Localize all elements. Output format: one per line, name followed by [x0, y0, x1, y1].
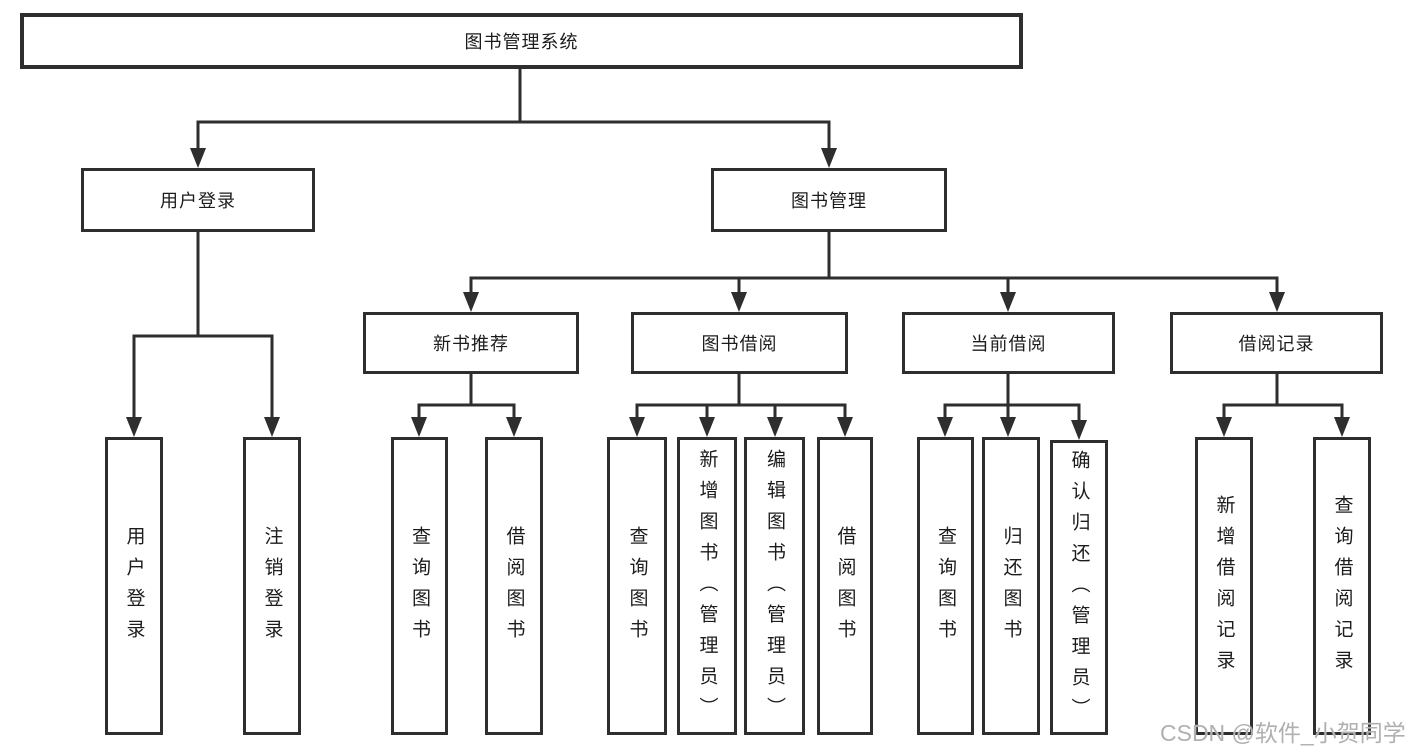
- node-book-management-label: 图书管理: [791, 191, 867, 211]
- leaf-return-books: 归还图书: [982, 437, 1040, 735]
- leaf-logout: 注销登录: [243, 437, 301, 735]
- node-new-book-recommendation: 新书推荐: [363, 312, 579, 374]
- leaf-add-borrow-record-label: 新增借阅记录: [1213, 495, 1235, 681]
- leaf-borrow-books-borrowing: 借阅图书: [817, 437, 873, 735]
- leaf-logout-label: 注销登录: [261, 526, 283, 650]
- leaf-add-books-admin-label: 新增图书（管理员）: [696, 448, 718, 728]
- leaf-query-borrow-record: 查询借阅记录: [1313, 437, 1371, 735]
- node-book-borrowing: 图书借阅: [631, 312, 848, 374]
- node-book-borrowing-label: 图书借阅: [701, 334, 778, 354]
- leaf-edit-books-admin: 编辑图书（管理员）: [744, 437, 805, 735]
- leaf-borrow-books-recommend-label: 借阅图书: [503, 526, 525, 650]
- leaf-edit-books-admin-label: 编辑图书（管理员）: [764, 448, 785, 728]
- node-current-borrowing: 当前借阅: [902, 312, 1115, 374]
- node-borrowing-records: 借阅记录: [1170, 312, 1383, 374]
- node-user-login-label: 用户登录: [160, 191, 236, 211]
- node-book-management: 图书管理: [711, 168, 947, 232]
- leaf-user-login-label: 用户登录: [123, 526, 145, 650]
- node-user-login: 用户登录: [81, 168, 315, 232]
- leaf-confirm-return-admin-label: 确认归还（管理员）: [1068, 450, 1090, 729]
- node-root-label: 图书管理系统: [464, 32, 579, 52]
- leaf-borrow-books-borrowing-label: 借阅图书: [834, 526, 856, 650]
- node-current-borrowing-label: 当前借阅: [970, 334, 1047, 354]
- leaf-query-borrow-record-label: 查询借阅记录: [1331, 495, 1353, 681]
- leaf-query-books-recommend: 查询图书: [391, 437, 448, 735]
- leaf-query-books-borrowing: 查询图书: [607, 437, 667, 735]
- leaf-return-books-label: 归还图书: [1000, 526, 1022, 650]
- leaf-confirm-return-admin: 确认归还（管理员）: [1050, 440, 1108, 735]
- leaf-query-books-current: 查询图书: [917, 437, 974, 735]
- leaf-borrow-books-recommend: 借阅图书: [485, 437, 543, 735]
- node-borrowing-records-label: 借阅记录: [1238, 334, 1315, 354]
- leaf-add-books-admin: 新增图书（管理员）: [677, 437, 737, 735]
- leaf-user-login: 用户登录: [105, 437, 163, 735]
- csdn-watermark: CSDN @软件_小贺同学: [1160, 720, 1405, 746]
- leaf-query-books-current-label: 查询图书: [935, 526, 956, 650]
- leaf-add-borrow-record: 新增借阅记录: [1195, 437, 1253, 735]
- node-new-book-recommendation-label: 新书推荐: [433, 334, 509, 354]
- leaf-query-books-borrowing-label: 查询图书: [626, 526, 648, 650]
- node-root: 图书管理系统: [20, 13, 1023, 69]
- leaf-query-books-recommend-label: 查询图书: [409, 526, 430, 650]
